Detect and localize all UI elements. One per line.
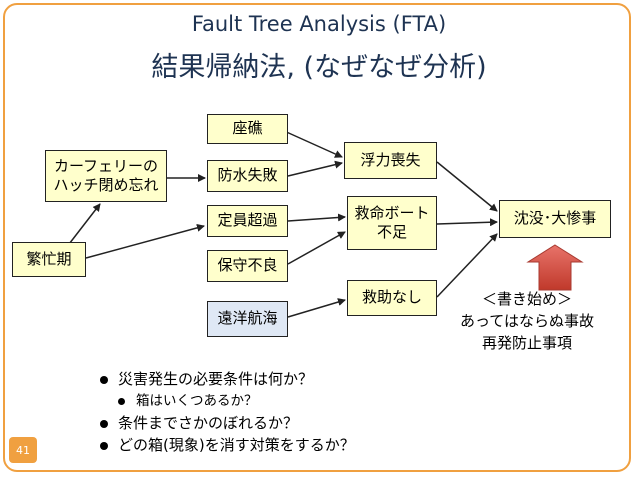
node-no-rescue-label: 救助なし <box>361 288 422 307</box>
arrow-ocean-to-no-rescue <box>287 298 346 318</box>
arrow-buoyancy-to-disaster <box>436 161 498 212</box>
node-sinking-disaster: 沈没･大惨事 <box>499 200 611 238</box>
node-ferry-hatch-line1: カーフェリーの <box>53 156 159 175</box>
up-arrow-icon <box>526 244 584 291</box>
node-ferry-hatch-line2: ハッチ閉め忘れ <box>53 176 159 194</box>
node-lifeboat-shortage-line1: 救命ボート <box>354 203 430 222</box>
node-sinking-disaster-label: 沈没･大惨事 <box>513 209 597 228</box>
node-lifeboat-shortage: 救命ボート 不足 <box>347 196 437 250</box>
arrow-lifeboat-to-disaster <box>436 218 498 227</box>
node-poor-maintenance: 保守不良 <box>207 250 288 282</box>
arrow-waterproof-to-buoyancy <box>287 160 343 177</box>
bullet-item: 災害発生の必要条件は何か？ <box>98 370 355 389</box>
slide-frame <box>3 3 631 472</box>
node-overcapacity-label: 定員超過 <box>217 211 278 230</box>
node-waterproof-failure: 防水失敗 <box>207 160 288 192</box>
node-busy-season: 繁忙期 <box>12 242 86 277</box>
arrow-overcapacity-to-lifeboat <box>287 213 346 222</box>
note-line-2: あってはならぬ事故 <box>460 311 594 330</box>
slide-subtitle: 結果帰納法, (なぜなぜ分析) <box>151 52 487 83</box>
arrow-no-rescue-to-disaster <box>436 233 498 298</box>
bullet-subitem: 箱はいくつあるか？ <box>116 392 355 411</box>
arrow-grounding-to-buoyancy <box>281 129 343 158</box>
bullet-item: 条件までさかのぼれるか？ <box>98 414 355 433</box>
arrow-busy-to-hatch <box>65 203 101 249</box>
bullet-list: 災害発生の必要条件は何か？ 箱はいくつあるか？ 条件までさかのぼれるか？ どの箱… <box>98 370 355 455</box>
node-waterproof-failure-label: 防水失敗 <box>217 166 278 185</box>
node-grounding-label: 座礁 <box>232 119 263 138</box>
arrow-maintenance-to-lifeboat <box>287 231 346 265</box>
node-lifeboat-shortage-line2: 不足 <box>376 223 407 241</box>
node-busy-season-label: 繁忙期 <box>26 249 72 268</box>
note-line-1: ＜書き始め＞ <box>481 290 572 308</box>
node-overcapacity: 定員超過 <box>207 205 288 237</box>
node-no-rescue: 救助なし <box>347 280 437 316</box>
note-line-3: 再発防止事項 <box>481 333 572 352</box>
node-poor-maintenance-label: 保守不良 <box>217 256 278 275</box>
node-buoyancy-loss: 浮力喪失 <box>344 142 437 179</box>
node-grounding: 座礁 <box>207 114 288 144</box>
node-ocean-voyage-label: 遠洋航海 <box>217 309 278 328</box>
node-ocean-voyage: 遠洋航海 <box>207 301 288 337</box>
bullet-item: どの箱(現象)を消す対策をするか？ <box>98 436 355 455</box>
arrow-busy-to-overcapacity <box>85 223 205 259</box>
slide-title: Fault Tree Analysis (FTA) <box>191 12 447 36</box>
node-ferry-hatch: カーフェリーの ハッチ閉め忘れ <box>45 150 167 202</box>
node-buoyancy-loss-label: 浮力喪失 <box>360 150 421 169</box>
page-number: 41 <box>9 437 37 463</box>
starting-point-note: ＜書き始め＞ あってはならぬ事故 再発防止事項 <box>452 289 602 354</box>
